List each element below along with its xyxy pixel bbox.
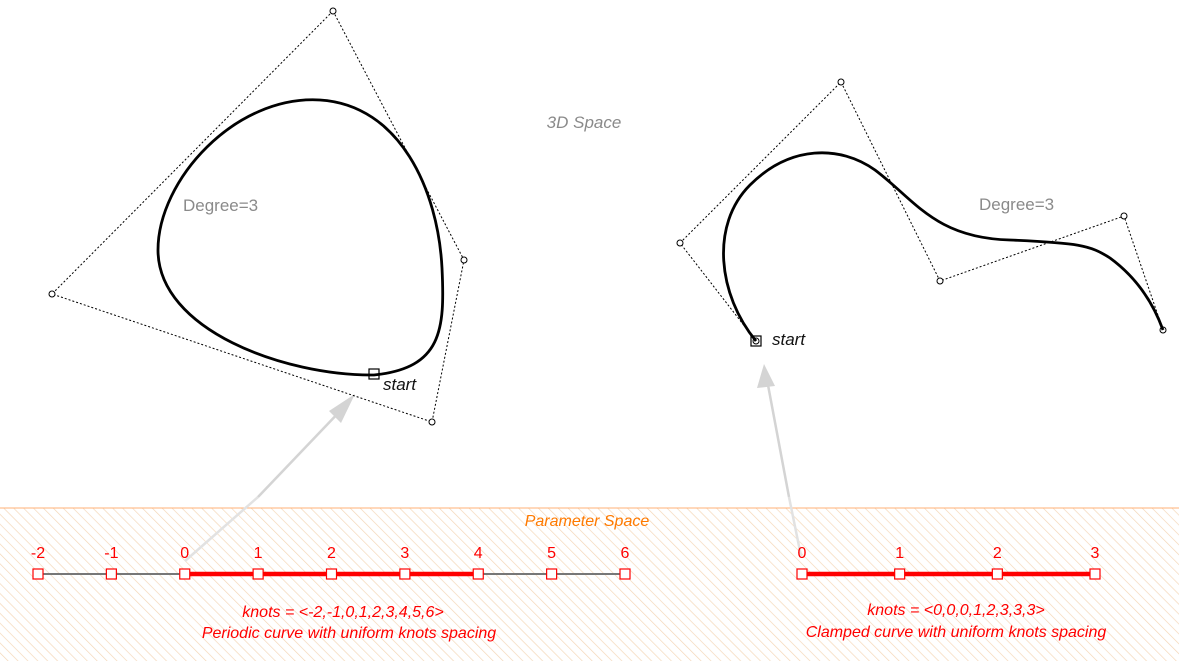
clamped-control-polygon <box>679 81 1164 342</box>
clamped-start-label: start <box>772 330 806 349</box>
periodic-knot-marker <box>32 568 44 580</box>
periodic-tick-label: 3 <box>400 545 409 562</box>
periodic-tick-label: 1 <box>254 545 263 562</box>
periodic-tick-label: -1 <box>104 545 118 562</box>
clamped-tick-label: 1 <box>895 545 904 562</box>
clamped-curve <box>722 151 1165 342</box>
periodic-knot-marker <box>179 568 191 580</box>
periodic-caption: Periodic curve with uniform knots spacin… <box>202 625 496 642</box>
space-label: 3D Space <box>547 113 622 132</box>
periodic-knot-line: -2 -1 0 1 2 3 4 5 6 <box>31 545 631 580</box>
periodic-tick-label: 2 <box>327 545 336 562</box>
periodic-control-polygon <box>51 10 465 423</box>
periodic-start-label: start <box>383 375 417 394</box>
periodic-start-arrow <box>184 394 355 562</box>
periodic-knots-text: knots = <-2,-1,0,1,2,3,4,5,6> <box>242 604 443 621</box>
periodic-knot-marker <box>399 568 411 580</box>
periodic-tick-label: 0 <box>180 545 189 562</box>
periodic-knot-marker <box>619 568 631 580</box>
periodic-tick-label: 5 <box>547 545 556 562</box>
parameter-space-label: Parameter Space <box>525 513 650 530</box>
clamped-knot-marker <box>991 568 1003 580</box>
clamped-knot-line: 0 1 2 3 <box>796 545 1101 580</box>
clamped-knot-marker <box>894 568 906 580</box>
clamped-knots-text: knots = <0,0,0,1,2,3,3,3> <box>867 602 1044 619</box>
clamped-knot-marker <box>796 568 808 580</box>
periodic-degree-label: Degree=3 <box>183 196 258 215</box>
clamped-tick-label: 2 <box>993 545 1002 562</box>
periodic-tick-label: 6 <box>621 545 630 562</box>
clamped-caption: Clamped curve with uniform knots spacing <box>806 624 1107 641</box>
periodic-curve <box>156 98 445 377</box>
clamped-control-points <box>676 78 1167 345</box>
clamped-start-arrow <box>757 364 803 557</box>
clamped-degree-label: Degree=3 <box>979 195 1054 214</box>
periodic-knot-marker <box>546 568 558 580</box>
periodic-tick-label: 4 <box>474 545 483 562</box>
clamped-tick-label: 0 <box>798 545 807 562</box>
periodic-control-points <box>48 7 468 426</box>
clamped-tick-label: 3 <box>1091 545 1100 562</box>
periodic-knot-marker <box>325 568 338 580</box>
periodic-tick-label: -2 <box>31 545 45 562</box>
periodic-start-marker <box>368 368 380 380</box>
periodic-knot-marker <box>252 568 264 580</box>
periodic-knot-marker <box>472 568 484 580</box>
clamped-start-marker <box>750 335 762 347</box>
parameter-space-band <box>0 508 1179 661</box>
periodic-knot-marker <box>105 568 117 580</box>
clamped-knot-marker <box>1089 568 1101 580</box>
